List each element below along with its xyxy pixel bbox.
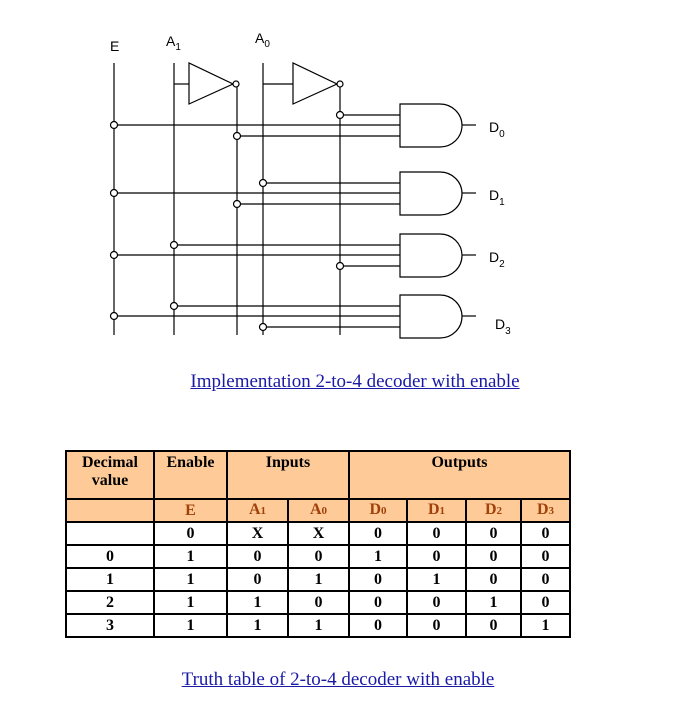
not-gate-icon [292,62,339,105]
table-cell: 0 [287,544,350,569]
not-gate-icon [188,62,235,105]
output-label-d0: D0 [489,119,505,140]
table-cell: 1 [226,613,289,638]
table-cell: 0 [465,544,522,569]
label-a0: A0 [255,30,270,50]
table-cell: 0 [226,544,289,569]
table-cell: 0 [153,521,228,546]
junction-dot [109,311,119,321]
table-cell: 0 [348,521,408,546]
table-cell [65,521,155,546]
table-cell: 1 [520,613,571,638]
table-cell: 1 [153,544,228,569]
table-cell: 0 [65,544,155,569]
and-gate-icon [399,294,463,339]
junction-dot [169,240,179,250]
table-cell: 3 [65,613,155,638]
table-cell: 1 [348,544,408,569]
table-cell: X [226,521,289,546]
table-cell: 0 [465,521,522,546]
table-cell: 0 [465,613,522,638]
junction-dot [335,261,345,271]
table-cell: 0 [348,567,408,592]
table-cell: 1 [287,613,350,638]
table-cell: 1 [287,567,350,592]
table-cell: 0 [348,613,408,638]
table-cell: 0 [406,590,467,615]
table-cell: 0 [287,590,350,615]
and-gate-icon [399,103,463,148]
table-cell: 2 [65,590,155,615]
table-cell: 1 [65,567,155,592]
and-gate-icon [399,233,463,278]
junction-dot [232,199,242,209]
junction-dot [109,188,119,198]
table-cell: 1 [406,567,467,592]
table-caption[interactable]: Truth table of 2-to-4 decoder with enabl… [181,669,495,690]
table-cell: 1 [226,590,289,615]
table-cell: 0 [406,544,467,569]
diagram-caption[interactable]: Implementation 2-to-4 decoder with enabl… [190,371,520,392]
table-cell: 1 [153,590,228,615]
junction-dot [232,131,242,141]
junction-dot [335,110,345,120]
subheader-D1: D1 [406,498,467,523]
table-cell: 0 [520,544,571,569]
output-label-d1: D1 [489,187,505,208]
subheader-A0: A0 [287,498,350,523]
label-e: E [110,38,119,54]
table-cell: 1 [153,567,228,592]
junction-dot [109,250,119,260]
junction-dot [109,120,119,130]
table-cell: 0 [406,521,467,546]
label-a1: A1 [166,33,181,53]
table-cell: 0 [520,590,571,615]
junction-dot [258,322,268,332]
inversion-bubble [232,80,240,88]
table-cell: 0 [520,521,571,546]
header-outputs: Outputs [348,450,571,500]
subheader-E: E [153,498,228,523]
header-enable: Enable [153,450,228,500]
output-label-d3: D3 [495,316,511,337]
subheader-D0: D0 [348,498,408,523]
table-cell: 0 [226,567,289,592]
table-cell: 0 [520,567,571,592]
table-cell: 1 [153,613,228,638]
subheader-D2: D2 [465,498,522,523]
header-inputs: Inputs [226,450,350,500]
subheader-A1: A1 [226,498,289,523]
table-cell: 0 [465,567,522,592]
table-cell: 1 [465,590,522,615]
subheader-blank [65,498,155,523]
table-cell: 0 [406,613,467,638]
header-decimal: Decimal value [65,450,155,500]
junction-dot [169,301,179,311]
and-gate-icon [399,171,463,216]
table-cell: X [287,521,350,546]
subheader-D3: D3 [520,498,571,523]
junction-dot [258,178,268,188]
output-label-d2: D2 [489,249,505,270]
inversion-bubble [336,80,344,88]
table-cell: 0 [348,590,408,615]
